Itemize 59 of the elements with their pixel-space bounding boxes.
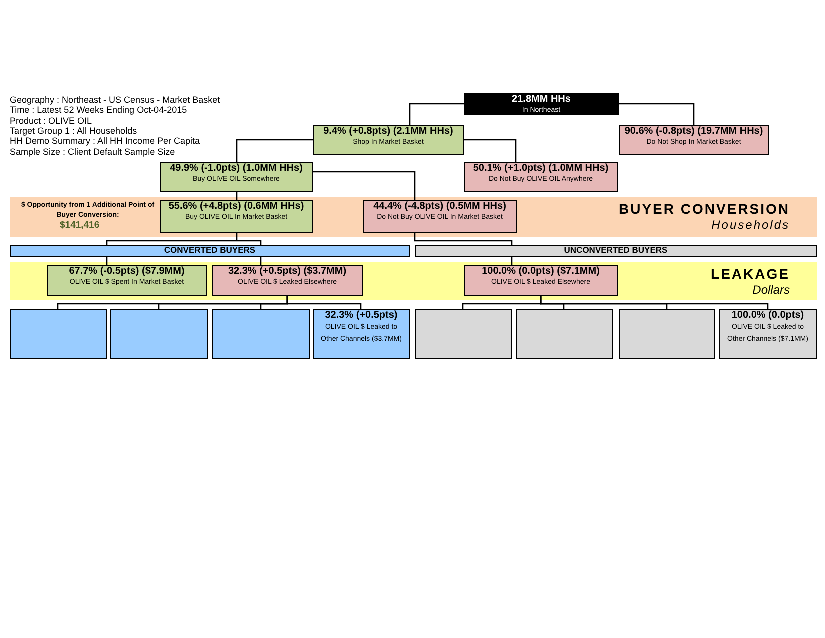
channel-box: [719, 309, 817, 359]
filter-info-text: Geography : Northeast - US Census - Market Basket: [10, 95, 220, 106]
connector-line: [511, 256, 513, 265]
metric-value: 50.1% (+1.0pts) (1.0MM HHs): [472, 163, 610, 175]
metric-box: [47, 265, 207, 296]
filter-info-text: Sample Size : Client Default Sample Size: [10, 146, 176, 157]
total-box: [464, 93, 619, 115]
group-header-bar: [415, 245, 817, 257]
metric-value: 9.4% (+0.8pts) (2.1MM HHs): [322, 126, 454, 138]
metric-value: 67.7% (-0.5pts) ($7.9MM): [68, 266, 186, 278]
channel-box: [10, 309, 107, 359]
metric-box: [313, 125, 464, 155]
filter-info-text: Product : OLIVE OIL: [10, 116, 92, 126]
metric-value: 90.6% (-0.8pts) (19.7MM HHs): [624, 126, 764, 138]
section-band: [10, 262, 817, 300]
group-label: CONVERTED BUYERS: [163, 246, 257, 256]
opportunity-value: $141,416: [60, 220, 101, 232]
connector-line: [106, 232, 262, 247]
metric-box: [212, 265, 363, 296]
metric-value: 49.9% (-1.0pts) (1.0MM HHs): [169, 163, 304, 175]
section-band: [10, 197, 817, 237]
group-label: UNCONVERTED BUYERS: [563, 246, 669, 256]
connector-line: [619, 103, 695, 125]
metric-value: 44.4% (-4.8pts) (0.5MM HHs): [372, 201, 508, 213]
channel-box: [516, 309, 613, 359]
metric-value: 100.0% (0.0pts) ($7.1MM): [481, 266, 601, 278]
connector-line: [260, 256, 262, 265]
metric-value: 21.8MM HHs: [511, 94, 572, 106]
connector-line: [106, 256, 108, 265]
channel-box: [110, 309, 208, 359]
channel-box: [415, 309, 512, 359]
metric-value: 32.3% (+0.5pts) ($3.7MM): [227, 266, 348, 278]
section-subtitle: Households: [710, 218, 790, 233]
section-subtitle: Dollars: [752, 283, 790, 298]
channel-box: [619, 309, 715, 359]
channel-box: [212, 309, 310, 359]
connector-line: [236, 139, 313, 162]
connector-line: [236, 192, 238, 200]
filter-info-text: Time : Latest 52 Weeks Ending Oct-04-2015: [10, 105, 188, 116]
metric-value: 32.3% (+0.5pts): [324, 310, 399, 322]
filter-info-text: Target Group 1 : All Households: [10, 126, 138, 136]
metric-value: 55.6% (+4.8pts) (0.6MM HHs): [168, 201, 306, 213]
metric-box: [464, 265, 618, 296]
section-title: BUYER CONVERSION: [618, 200, 790, 218]
channel-box: [313, 309, 410, 359]
connector-line: [313, 171, 416, 200]
group-header-bar: [10, 245, 410, 257]
metric-box: [619, 125, 769, 155]
metric-box: [464, 162, 618, 192]
metric-value: 100.0% (0.0pts): [730, 310, 806, 322]
metric-box: [160, 162, 313, 192]
filter-info-text: HH Demo Summary : All HH Income Per Capita: [10, 136, 200, 147]
connector-line: [540, 296, 769, 309]
connector-line: [286, 296, 362, 309]
connector-line: [414, 233, 513, 246]
metric-box: [160, 200, 313, 233]
connector-line: [464, 139, 517, 162]
connector-line: [409, 103, 464, 125]
metric-box: [363, 200, 517, 233]
